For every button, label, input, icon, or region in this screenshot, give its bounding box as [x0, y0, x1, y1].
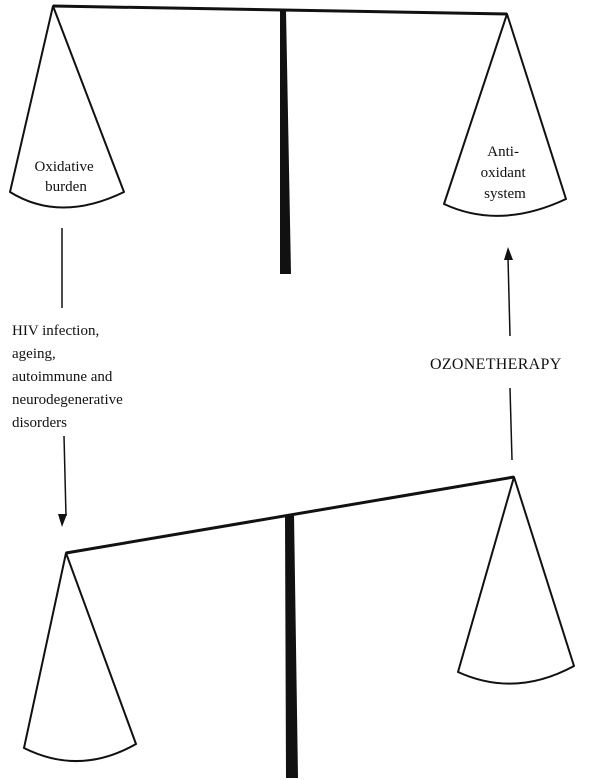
antioxidant-system-label: Anti- oxidant system [481, 144, 530, 202]
left-arrow [58, 228, 67, 527]
bottom-balance [23, 475, 575, 778]
top-post [280, 10, 291, 274]
bottom-post [285, 514, 298, 778]
top-right-pan [443, 13, 567, 217]
conditions-label: HIV infection, ageing, autoimmune and ne… [12, 323, 127, 431]
ozonetherapy-label: OZONETHERAPY [430, 356, 562, 373]
bottom-right-pan [457, 476, 575, 685]
top-left-pan [9, 5, 125, 209]
bottom-left-pan [23, 552, 137, 762]
right-arrow [504, 247, 513, 461]
oxidative-burden-label: Oxidative burden [35, 159, 98, 195]
top-balance [9, 4, 567, 274]
